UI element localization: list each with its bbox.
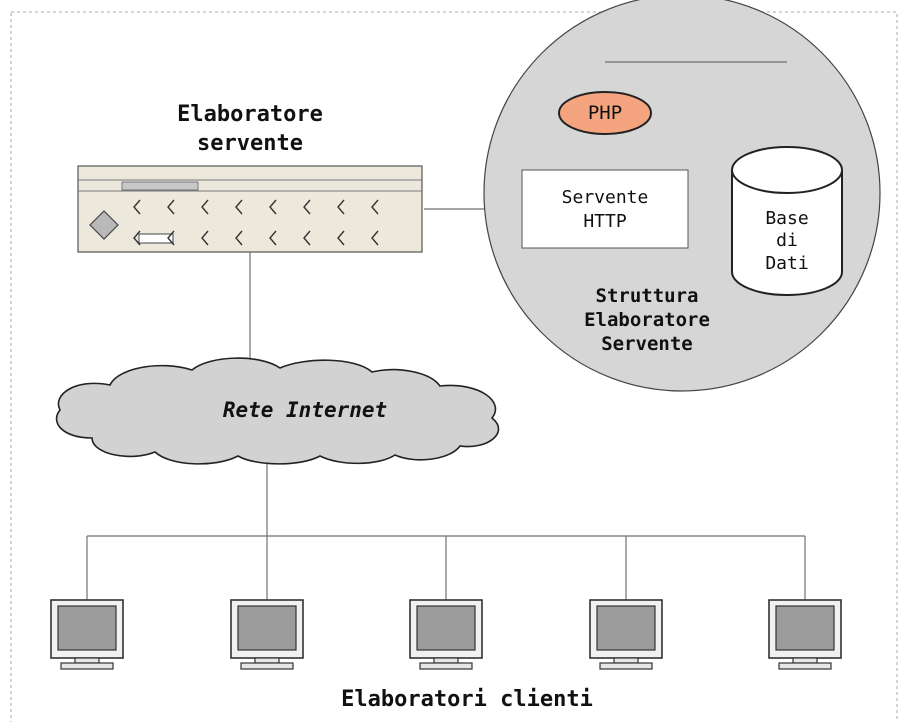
internet-cloud-shape [55,357,500,465]
php-ellipse [558,91,652,135]
database-label-line1: Base [765,208,808,229]
structure-caption: Struttura Elaboratore Servente [584,285,710,355]
monitor-neck [613,657,639,664]
structure-caption-line2: Elaboratore [584,309,710,331]
structure-caption-line1: Struttura [596,285,699,307]
clients-caption: Elaboratori clienti [341,687,593,712]
monitor-screen [237,605,297,651]
vent-chevron [269,230,277,246]
structure-caption-line3: Servente [601,333,693,355]
server-drive-slot [121,181,199,191]
vent-chevron [235,199,243,215]
vent-chevron [133,199,141,215]
vent-chevron [201,230,209,246]
monitor-screen [596,605,656,651]
php-node: PHP [558,91,652,135]
client-computer-icon [50,599,124,670]
server-title: Elaboratore servente [177,102,323,156]
vent-chevron [167,199,175,215]
server-vent-chevrons [133,199,379,246]
server-rack-body [77,165,423,253]
database-cylinder-body [731,170,843,296]
http-server-label-line1: Servente [562,187,649,208]
vent-chevron [371,199,379,215]
vent-chevron [337,199,345,215]
vent-chevron [337,230,345,246]
internet-cloud: Rete Internet [55,357,500,465]
database-label-line3: Dati [765,253,808,274]
client-computer-icon [589,599,663,670]
vent-chevron [133,230,141,246]
vent-chevron [235,230,243,246]
vent-chevron [303,199,311,215]
internet-cloud-label: Rete Internet [223,398,387,422]
vent-chevron [201,199,209,215]
vent-chevron [167,230,175,246]
server-rack-icon [77,165,423,253]
server-title-line2: servente [197,131,303,156]
server-status-light [138,233,174,244]
server-title-line1: Elaboratore [177,102,323,127]
http-server-label-line2: HTTP [583,211,627,232]
database-label-line2: di [776,230,798,251]
monitor-screen [775,605,835,651]
http-server-box [521,169,689,249]
monitor-neck [792,657,818,664]
monitor-base [599,662,653,670]
client-computer-icon [230,599,304,670]
monitor-base [778,662,832,670]
database-cylinder-top [731,146,843,194]
http-server-node: Servente HTTP [521,169,689,249]
vent-chevron [371,230,379,246]
monitor-base [419,662,473,670]
monitor-neck [254,657,280,664]
client-computer-icon [409,599,483,670]
monitor-neck [74,657,100,664]
vent-chevron [269,199,277,215]
monitor-neck [433,657,459,664]
diagram-frame [10,11,898,722]
database-node: Base di Dati [731,146,843,296]
client-computer-icon [768,599,842,670]
php-label: PHP [588,102,622,124]
server-power-diamond-icon [89,210,119,240]
monitor-base [60,662,114,670]
vent-chevron [303,230,311,246]
monitor-screen [416,605,476,651]
monitor-base [240,662,294,670]
client-computers [50,599,842,670]
monitor-screen [57,605,117,651]
